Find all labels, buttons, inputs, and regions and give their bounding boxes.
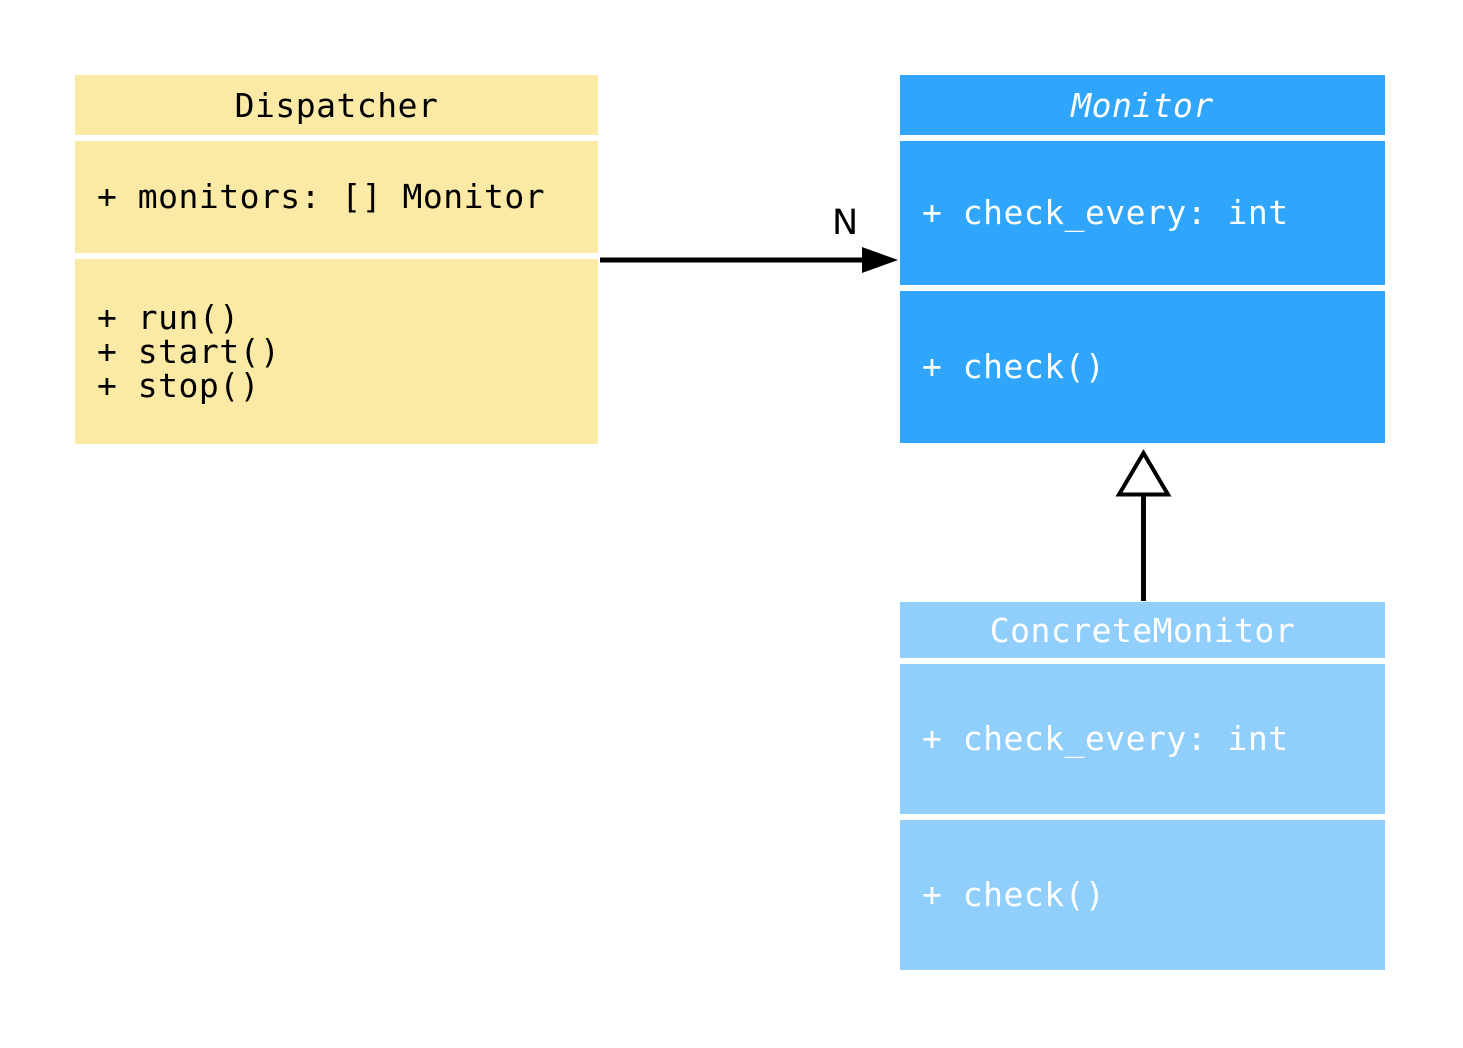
class-box-dispatcher: Dispatcher + monitors: [] Monitor + run(… (75, 75, 598, 444)
class-name: ConcreteMonitor (989, 610, 1296, 650)
class-attributes-monitor: + check_every: int (900, 141, 1385, 285)
class-box-monitor: Monitor + check_every: int + check() (900, 75, 1385, 443)
class-name: Monitor (1071, 85, 1214, 125)
class-methods-monitor: + check() (900, 291, 1385, 443)
generalization-arrow (1115, 449, 1172, 601)
attribute-row: + monitors: [] Monitor (97, 177, 546, 216)
attribute-row: + check_every: int (922, 193, 1289, 232)
class-title-monitor: Monitor (900, 75, 1385, 135)
method-row: + run() (97, 297, 240, 337)
method-row: + stop() (97, 365, 260, 405)
method-row: + check() (922, 347, 1106, 386)
association-arrow (600, 247, 898, 273)
class-title-concretemonitor: ConcreteMonitor (900, 602, 1385, 658)
class-methods-dispatcher: + run() + start() + stop() (75, 259, 598, 444)
class-name: Dispatcher (234, 85, 439, 125)
method-row: + start() (97, 331, 281, 371)
method-row: + check() (922, 875, 1106, 914)
class-attributes-concretemonitor: + check_every: int (900, 664, 1385, 814)
hollow-triangle-icon (1115, 449, 1172, 497)
class-methods-concretemonitor: + check() (900, 820, 1385, 970)
class-attributes-dispatcher: + monitors: [] Monitor (75, 141, 598, 253)
attribute-row: + check_every: int (922, 719, 1289, 758)
filled-arrowhead-icon (862, 247, 898, 273)
class-box-concretemonitor: ConcreteMonitor + check_every: int + che… (900, 602, 1385, 970)
class-title-dispatcher: Dispatcher (75, 75, 598, 135)
multiplicity-label: N (832, 203, 859, 243)
